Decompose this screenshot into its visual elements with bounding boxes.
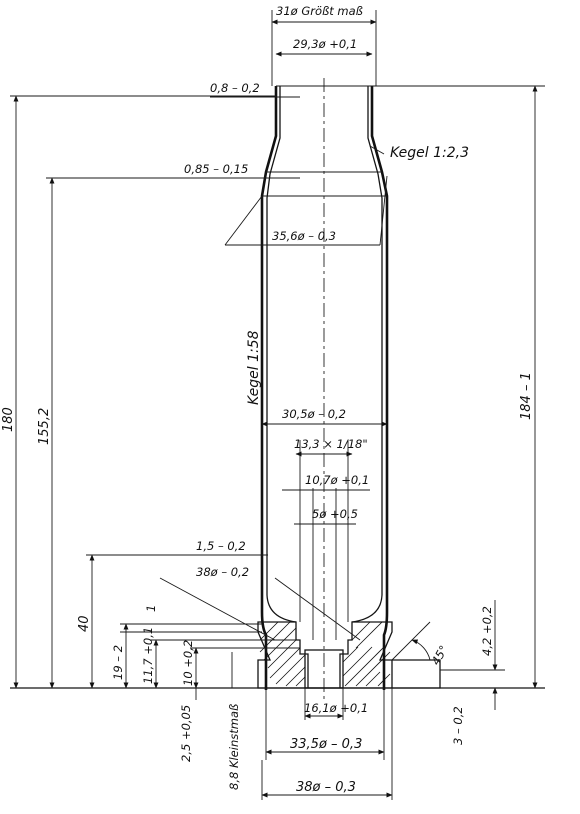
angle-arc bbox=[411, 639, 431, 661]
label-shoulder-wall: 0,85 – 0,15 bbox=[184, 162, 248, 176]
case-inner-wall-left bbox=[266, 86, 297, 623]
leader-38-inner bbox=[159, 577, 276, 641]
label-length-total: 180 bbox=[1, 407, 16, 432]
label-base-diameter: 38ø – 0,3 bbox=[296, 780, 356, 795]
label-height-11-7: 11,7 +0,1 bbox=[141, 627, 155, 684]
leader-38-inner-right bbox=[274, 577, 361, 641]
label-max-diameter: 31ø Größt maß bbox=[276, 4, 363, 18]
label-primer-pocket: 16,1ø +0,1 bbox=[304, 701, 368, 715]
label-inner-diameter: 30,5ø – 0,2 bbox=[282, 407, 346, 421]
label-neck-wall: 0,8 – 0,2 bbox=[210, 81, 260, 95]
leader-35-6-right bbox=[379, 175, 388, 246]
label-rim-height: 4,2 +0,2 bbox=[480, 606, 494, 656]
label-base-inner-diameter: 38ø – 0,2 bbox=[196, 565, 249, 579]
rim-detail bbox=[392, 659, 441, 689]
label-height-10: 10 +0,2 bbox=[181, 640, 195, 686]
label-bore-diameter: 10,7ø +0,1 bbox=[305, 473, 369, 487]
head-hatching-left bbox=[259, 621, 306, 687]
label-neck-diameter: 29,3ø +0,1 bbox=[293, 37, 357, 51]
label-shoulder-diameter: 35,6ø – 0,3 bbox=[272, 229, 336, 243]
label-height-19: 19 – 2 bbox=[111, 645, 125, 680]
label-rim-thickness: 3 – 0,2 bbox=[451, 706, 465, 745]
label-chamfer-angle: 45° bbox=[428, 643, 450, 668]
label-length-shoulder: 155,2 bbox=[37, 408, 52, 445]
case-outer-wall-left bbox=[260, 86, 278, 690]
label-flash-hole: 5ø +0,5 bbox=[312, 507, 358, 521]
case-outer-wall-right bbox=[370, 86, 389, 690]
head-hatching-right bbox=[342, 621, 391, 687]
label-length-overall: 184 – 1 bbox=[519, 372, 534, 420]
label-height-2-5: 2,5 +0,05 bbox=[179, 705, 193, 762]
label-height-base: 40 bbox=[77, 615, 92, 632]
label-cone-taper: Kegel 1:2,3 bbox=[390, 145, 469, 161]
case-inner-wall-right bbox=[351, 86, 383, 623]
label-rim-diameter: 33,5ø – 0,3 bbox=[290, 737, 362, 752]
label-height-1: 1 bbox=[144, 605, 158, 612]
leader-35-6-left bbox=[224, 195, 263, 246]
label-base-wall: 1,5 – 0,2 bbox=[196, 539, 246, 553]
chamfer-line bbox=[391, 621, 431, 661]
label-thread: 13,3 × 1/18" bbox=[294, 437, 368, 451]
label-height-8-8: 8,8 Kleinstmaß bbox=[227, 704, 241, 790]
leader-kegel-cone bbox=[369, 145, 385, 155]
label-body-taper: Kegel 1:58 bbox=[246, 330, 262, 405]
